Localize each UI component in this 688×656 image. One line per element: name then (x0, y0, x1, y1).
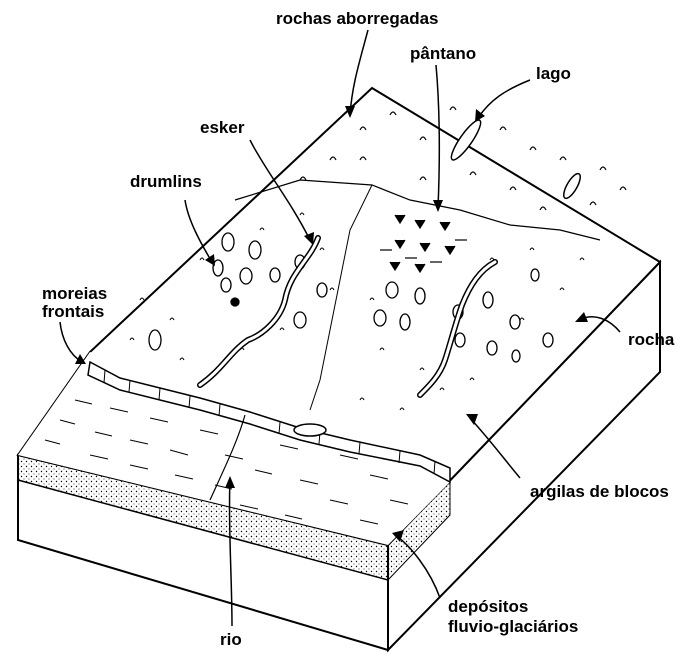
label-lago: lago (536, 64, 571, 83)
label-depositos: depósitos (448, 597, 528, 616)
label-frontais: frontais (42, 302, 104, 321)
label-fluvio-glaciarios: fluvio-glaciários (448, 617, 578, 636)
label-rochas-aborregadas: rochas aborregadas (276, 9, 439, 28)
label-drumlins: drumlins (130, 172, 202, 191)
label-pantano: pântano (410, 44, 476, 63)
label-rio: rio (220, 630, 242, 649)
label-esker: esker (200, 118, 244, 137)
label-moreias: moreias (42, 284, 107, 303)
outwash-fan (294, 424, 326, 436)
label-argilas-de-blocos: argilas de blocos (530, 482, 669, 501)
lake-right (561, 171, 584, 200)
label-rocha: rocha (628, 330, 674, 349)
